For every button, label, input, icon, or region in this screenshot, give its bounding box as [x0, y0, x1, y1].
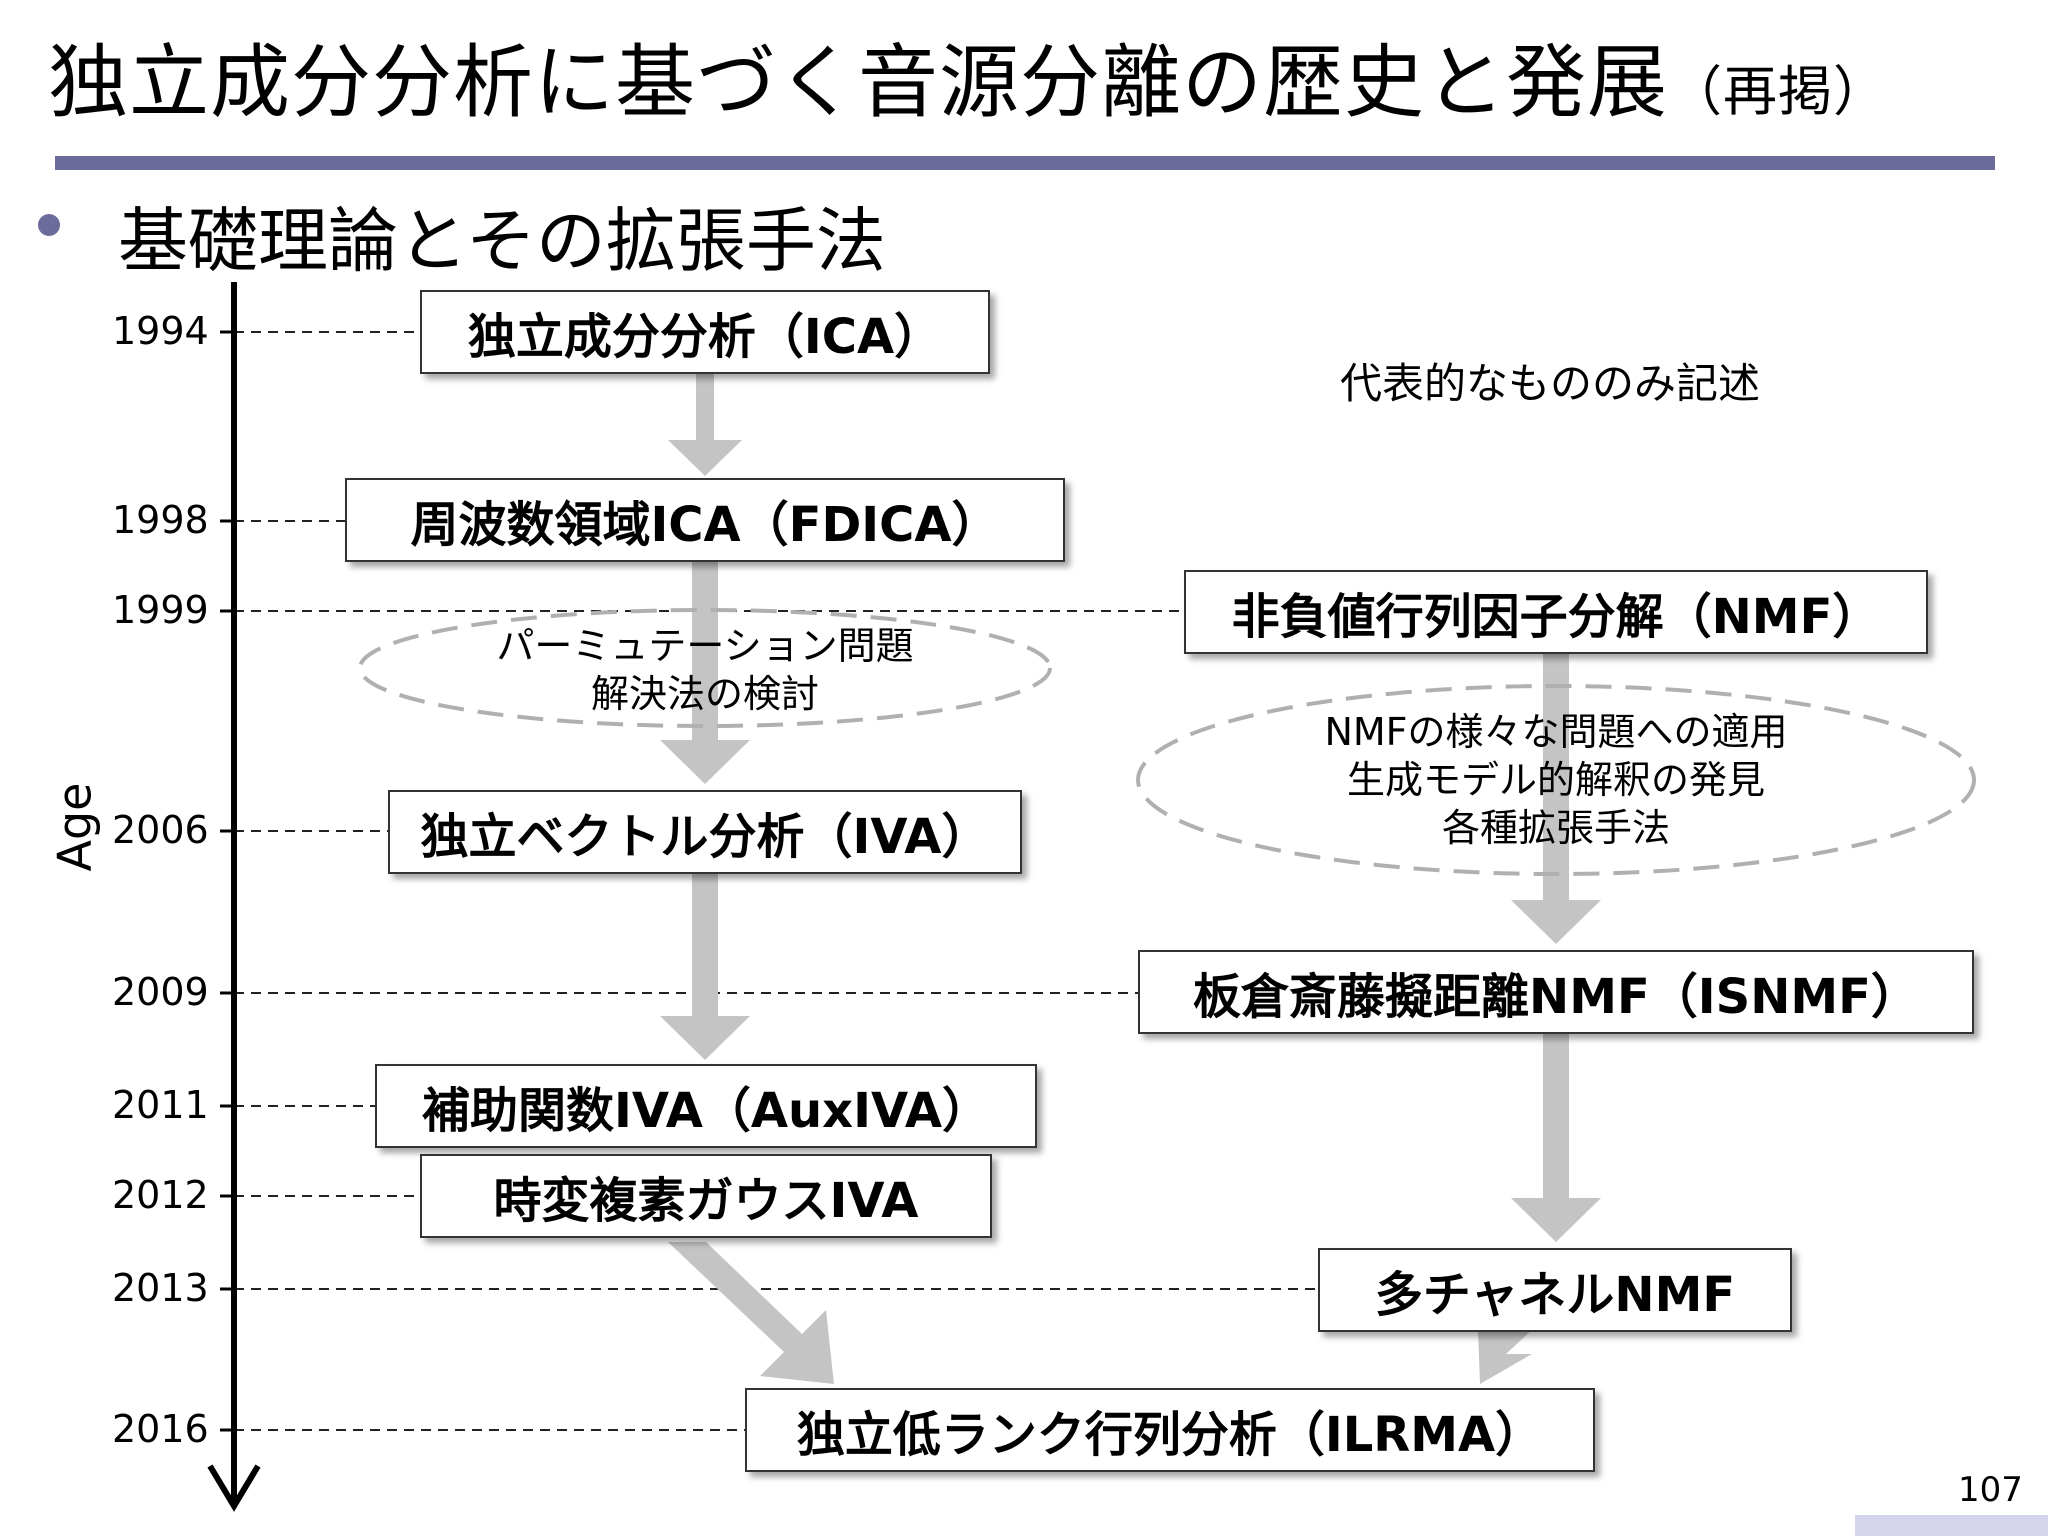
box-nmf: 非負値行列因子分解（NMF） — [1184, 570, 1928, 654]
ellipse-permutation — [358, 608, 1052, 728]
ellipse-line: 解決法の検討 — [590, 672, 819, 716]
arrow-fdica-iva — [660, 562, 750, 784]
arrow-mnmf-ilrma — [1478, 1328, 1534, 1384]
ellipse-nmf-text: NMFの様々な問題への適用 生成モデル的解釈の発見 各種拡張手法 — [1256, 708, 1856, 852]
page-number: 107 — [1958, 1470, 2023, 1510]
ellipse-line: 各種拡張手法 — [1441, 806, 1670, 850]
box-mnmf: 多チャネルNMF — [1318, 1248, 1792, 1332]
arrow-iva-auxiva — [660, 872, 750, 1060]
title-suffix: （再掲） — [1668, 60, 1888, 123]
arrow-nmf-isnmf — [1511, 652, 1601, 944]
time-axis-arrowhead — [207, 1464, 261, 1512]
year-label: 1999 — [112, 588, 209, 632]
bullet-text: 基礎理論とその拡張手法 — [118, 200, 886, 282]
box-iva: 独立ベクトル分析（IVA） — [388, 790, 1022, 874]
year-label: 2006 — [112, 808, 209, 852]
arrow-tvcg-ilrma — [668, 1242, 834, 1384]
box-fdica: 周波数領域ICA（FDICA） — [345, 478, 1065, 562]
year-label: 2016 — [112, 1407, 209, 1451]
ellipse-line: NMFの様々な問題への適用 — [1324, 710, 1788, 754]
box-ica: 独立成分分析（ICA） — [420, 290, 990, 374]
year-label: 2011 — [112, 1083, 209, 1127]
corner-accent — [1855, 1515, 2048, 1536]
year-label: 1994 — [112, 309, 209, 353]
box-isnmf: 板倉斎藤擬距離NMF（ISNMF） — [1138, 950, 1974, 1034]
ellipse-permutation-text: パーミュテーション問題 解決法の検討 — [465, 622, 945, 718]
ellipse-line: パーミュテーション問題 — [496, 624, 914, 668]
note-text: 代表的なもののみ記述 — [1340, 359, 1761, 408]
title-underline — [55, 156, 1995, 170]
axis-label: Age — [47, 782, 102, 872]
box-ilrma: 独立低ランク行列分析（ILRMA） — [745, 1388, 1595, 1472]
box-tvcg-iva: 時変複素ガウスIVA — [420, 1154, 992, 1238]
year-label: 2013 — [112, 1266, 209, 1310]
year-label: 1998 — [112, 498, 209, 542]
title-main: 独立成分分析に基づく音源分離の歴史と発展 — [48, 36, 1668, 129]
year-label: 2009 — [112, 970, 209, 1014]
ellipse-nmf-applications — [1136, 684, 1976, 876]
arrow-ica-fdica — [668, 372, 742, 476]
arrow-isnmf-mnmf — [1511, 1034, 1601, 1242]
box-auxiva: 補助関数IVA（AuxIVA） — [375, 1064, 1037, 1148]
year-label: 2012 — [112, 1173, 209, 1217]
ellipse-line: 生成モデル的解釈の発見 — [1346, 758, 1765, 802]
bullet-dot — [38, 214, 60, 236]
slide-title: 独立成分分析に基づく音源分離の歴史と発展（再掲） — [48, 18, 1888, 134]
